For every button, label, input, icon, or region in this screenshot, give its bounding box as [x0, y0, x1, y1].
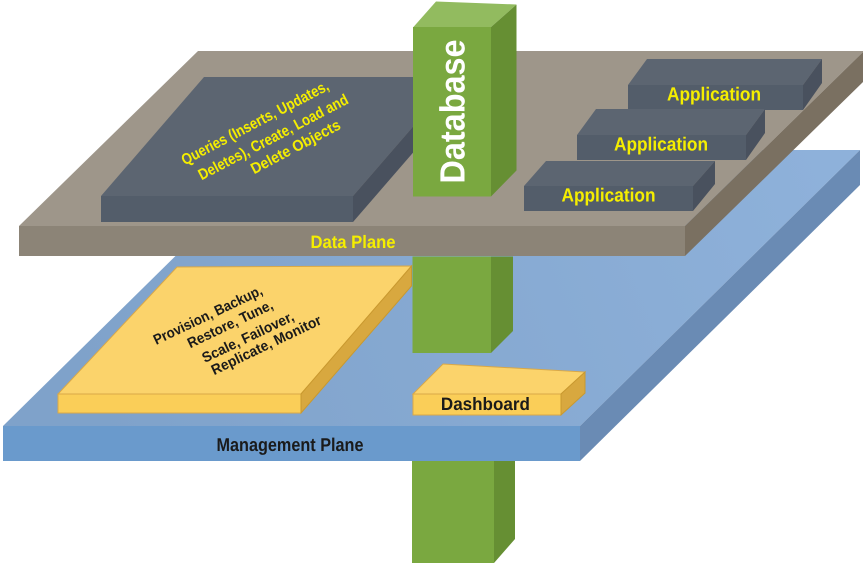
- svg-text:Application: Application: [562, 185, 656, 206]
- svg-text:Application: Application: [614, 134, 708, 155]
- svg-text:Data Plane: Data Plane: [311, 232, 396, 252]
- svg-text:Dashboard: Dashboard: [441, 394, 530, 414]
- svg-text:Database: Database: [434, 40, 473, 184]
- svg-text:Application: Application: [667, 84, 761, 105]
- svg-text:Management Plane: Management Plane: [217, 434, 364, 455]
